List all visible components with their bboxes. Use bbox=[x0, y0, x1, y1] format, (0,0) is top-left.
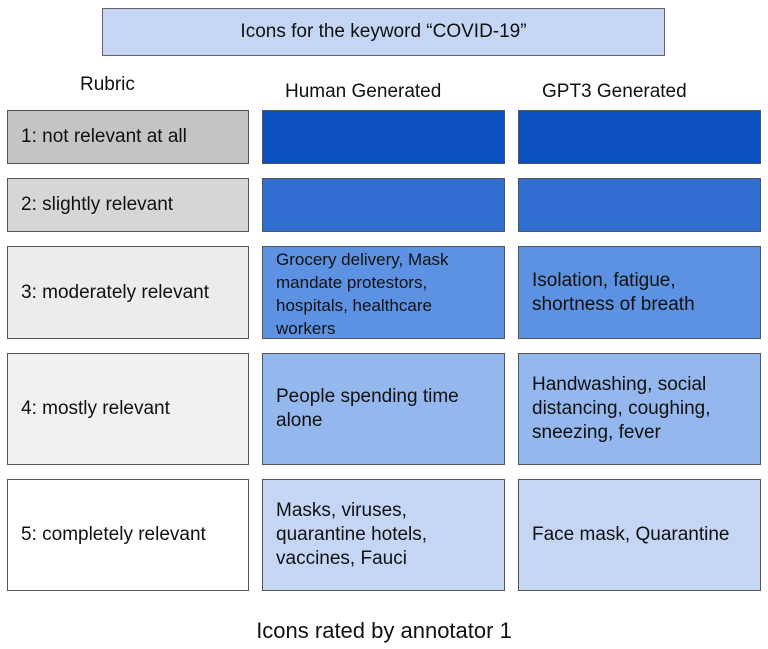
rubric-label: 5: completely relevant bbox=[21, 524, 206, 545]
rubric-cell-2: 2: slightly relevant bbox=[7, 178, 249, 232]
human-cell-3: Grocery delivery, Mask mandate protestor… bbox=[262, 246, 505, 339]
diagram-title: Icons for the keyword “COVID-19” bbox=[102, 8, 665, 56]
rubric-label: 3: moderately relevant bbox=[21, 281, 209, 303]
rubric-cell-4: 4: mostly relevant bbox=[7, 353, 249, 465]
gpt3-cell-text: Handwashing, social distancing, coughing… bbox=[532, 374, 711, 443]
rubric-label: 4: mostly relevant bbox=[21, 398, 170, 419]
gpt3-cell-1 bbox=[518, 110, 761, 164]
rubric-label: 2: slightly relevant bbox=[21, 194, 174, 215]
human-cell-text: People spending time alone bbox=[276, 386, 459, 431]
gpt3-column-header: GPT3 Generated bbox=[542, 81, 687, 102]
gpt3-cell-text: Isolation, fatigue, shortness of breath bbox=[532, 269, 695, 315]
human-cell-text: Grocery delivery, Mask mandate protestor… bbox=[276, 250, 449, 338]
human-cell-1 bbox=[262, 110, 505, 164]
diagram-title-text: Icons for the keyword “COVID-19” bbox=[240, 21, 527, 42]
human-cell-5: Masks, viruses, quarantine hotels, vacci… bbox=[262, 479, 505, 591]
gpt3-cell-2 bbox=[518, 178, 761, 232]
rubric-cell-1: 1: not relevant at all bbox=[7, 110, 249, 164]
rubric-cell-3: 3: moderately relevant bbox=[7, 246, 249, 339]
figure-caption: Icons rated by annotator 1 bbox=[256, 618, 512, 643]
human-cell-text: Masks, viruses, quarantine hotels, vacci… bbox=[276, 500, 428, 569]
rubric-label: 1: not relevant at all bbox=[21, 126, 187, 147]
gpt3-cell-4: Handwashing, social distancing, coughing… bbox=[518, 353, 761, 465]
human-cell-4: People spending time alone bbox=[262, 353, 505, 465]
human-cell-2 bbox=[262, 178, 505, 232]
human-column-header: Human Generated bbox=[285, 81, 442, 102]
rubric-column-header: Rubric bbox=[80, 74, 135, 95]
gpt3-cell-3: Isolation, fatigue, shortness of breath bbox=[518, 246, 761, 339]
rubric-cell-5: 5: completely relevant bbox=[7, 479, 249, 591]
gpt3-cell-text: Face mask, Quarantine bbox=[532, 524, 730, 545]
gpt3-cell-5: Face mask, Quarantine bbox=[518, 479, 761, 591]
